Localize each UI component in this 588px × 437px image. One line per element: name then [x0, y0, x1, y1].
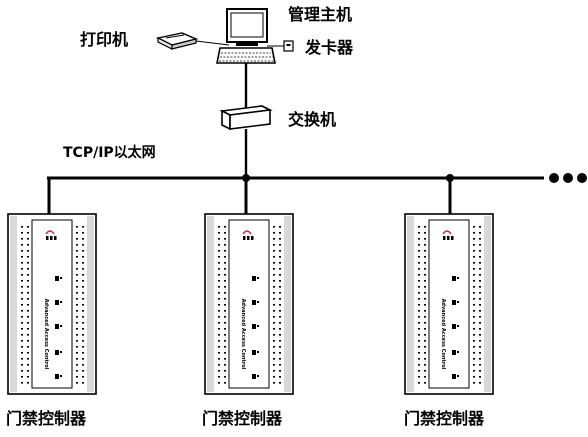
card-issuer-label: 发卡器 [305, 38, 354, 57]
access-controller-icon: Advanced Access Control [204, 213, 294, 395]
printer-label: 打印机 [80, 30, 129, 49]
printer-icon [155, 32, 199, 50]
switch-label: 交换机 [288, 110, 337, 129]
switch-icon [219, 105, 273, 131]
host-computer-icon [216, 8, 276, 64]
access-controller-icon: Advanced Access Control [7, 213, 97, 395]
ethernet-bus [47, 174, 544, 216]
peripheral-links [195, 40, 284, 47]
panel-caption: Advanced Access Control [440, 299, 446, 370]
controller-label: 门禁控制器 [404, 409, 485, 428]
controller-group: Advanced Access Control Advanced Access C… [7, 213, 494, 395]
access-controller-icon: Advanced Access Control [404, 213, 494, 395]
panel-caption: Advanced Access Control [43, 299, 49, 370]
host-label: 管理主机 [288, 5, 353, 24]
panel-caption: Advanced Access Control [240, 299, 246, 370]
card-issuer-icon [283, 40, 294, 52]
network-label: TCP/IP以太网 [63, 145, 156, 161]
bus-continuation-ellipsis [549, 173, 587, 183]
controller-label: 门禁控制器 [6, 409, 87, 428]
controller-label: 门禁控制器 [202, 409, 283, 428]
